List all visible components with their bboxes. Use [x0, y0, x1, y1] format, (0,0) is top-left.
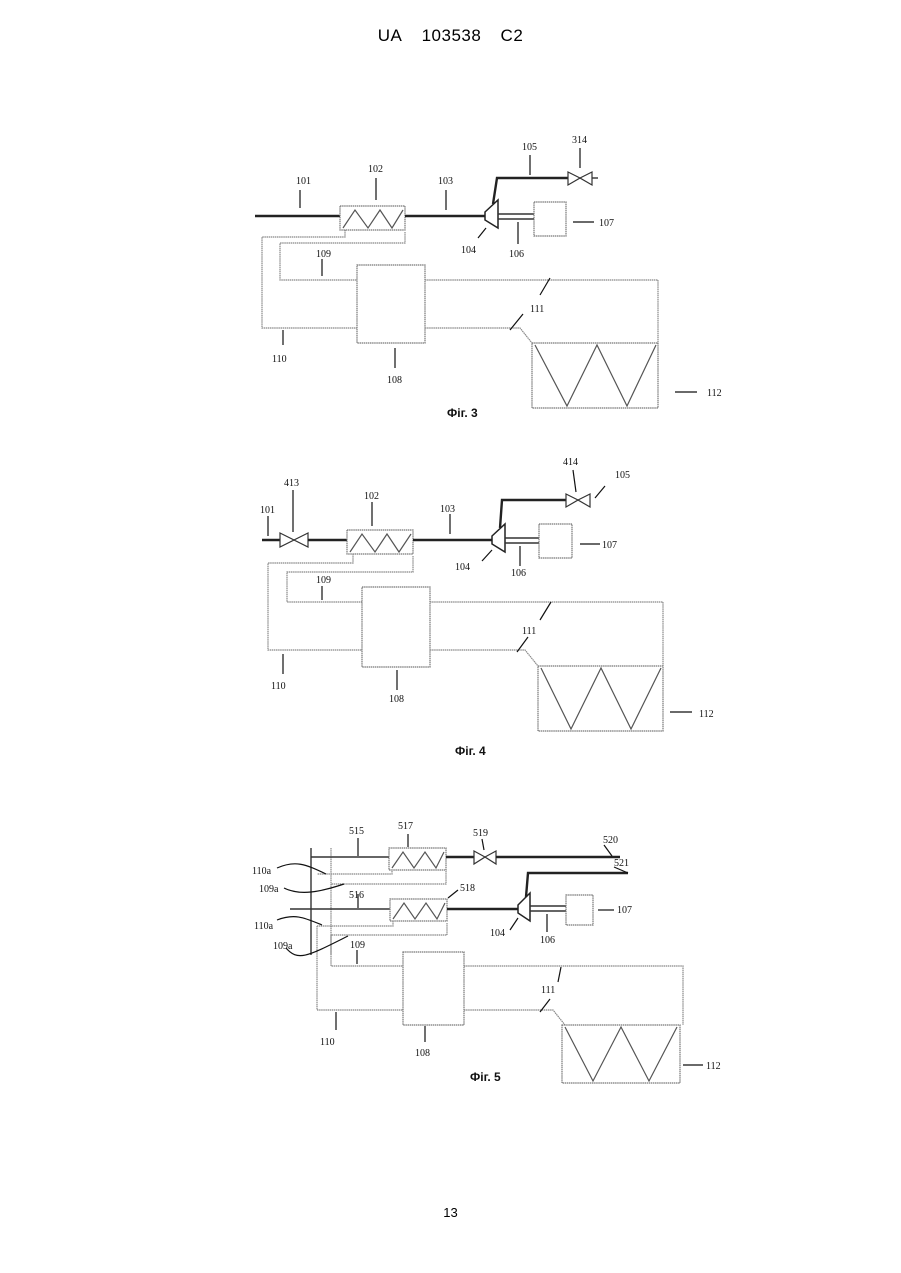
unit-108	[403, 952, 464, 1025]
label-515: 515	[349, 826, 364, 837]
label-516: 516	[349, 890, 364, 901]
label-104: 104	[490, 928, 505, 939]
generator-107	[534, 202, 566, 236]
label-110: 110	[271, 681, 286, 692]
label-111: 111	[530, 304, 544, 315]
label-108: 108	[387, 375, 402, 386]
valve-314-b	[580, 172, 592, 185]
heat-exchanger-112	[538, 666, 663, 731]
label-112: 112	[707, 388, 722, 399]
label-102: 102	[368, 164, 383, 175]
turbine-104	[485, 200, 498, 228]
caption-fig-5: Фіг. 5	[470, 1070, 501, 1084]
label-107: 107	[602, 540, 617, 551]
line-111-upper	[464, 966, 683, 1025]
label-107: 107	[599, 218, 614, 229]
label-101: 101	[260, 505, 275, 516]
label-314: 314	[572, 135, 587, 146]
line-110	[262, 230, 357, 328]
generator-107	[566, 895, 593, 925]
page-number: 13	[0, 1205, 901, 1220]
label-103: 103	[440, 504, 455, 515]
line-111-lower	[425, 328, 532, 343]
figure-3: 101 102 103 105 314 104 106 107 109 110 …	[255, 135, 722, 420]
label-110: 110	[320, 1037, 335, 1048]
label-521: 521	[614, 858, 629, 869]
label-109: 109	[350, 940, 365, 951]
label-106: 106	[540, 935, 555, 946]
label-517: 517	[398, 821, 413, 832]
label-107: 107	[617, 905, 632, 916]
label-111: 111	[522, 626, 536, 637]
label-518: 518	[460, 883, 475, 894]
label-112: 112	[706, 1061, 721, 1072]
line-111-lower	[464, 1010, 565, 1025]
valve-414-b	[578, 494, 590, 507]
figure-5: 110a 109a 110a 109a 515 517 519 520 521 …	[252, 821, 721, 1084]
label-109: 109	[316, 249, 331, 260]
label-520: 520	[603, 835, 618, 846]
caption-fig-4: Фіг. 4	[455, 744, 486, 758]
label-101: 101	[296, 176, 311, 187]
label-106: 106	[511, 568, 526, 579]
label-108: 108	[415, 1048, 430, 1059]
valve-413-b	[294, 533, 308, 547]
label-110a-lower: 110a	[254, 921, 274, 932]
valve-519-a	[474, 851, 485, 864]
label-102: 102	[364, 491, 379, 502]
line-111-upper	[430, 602, 663, 666]
line-110a-lower	[317, 921, 393, 926]
unit-108	[362, 587, 430, 667]
label-109: 109	[316, 575, 331, 586]
heat-exchanger-112	[562, 1025, 680, 1083]
label-112: 112	[699, 709, 714, 720]
unit-108	[357, 265, 425, 343]
generator-107	[539, 524, 572, 558]
label-109a-upper: 109a	[259, 884, 279, 895]
figure-4: 101 413 102 103 414 105 104 106 107 109 …	[260, 457, 714, 758]
label-104: 104	[461, 245, 476, 256]
label-108: 108	[389, 694, 404, 705]
turbine-104	[518, 893, 530, 921]
label-111: 111	[541, 985, 555, 996]
valve-414-a	[566, 494, 578, 507]
label-110: 110	[272, 354, 287, 365]
line-110a-upper	[317, 871, 392, 874]
label-105: 105	[615, 470, 630, 481]
line-111-lower	[430, 650, 538, 666]
caption-fig-3: Фіг. 3	[447, 406, 478, 420]
valve-413-a	[280, 533, 294, 547]
label-105: 105	[522, 142, 537, 153]
label-109a-lower: 109a	[273, 941, 293, 952]
valve-519-b	[485, 851, 496, 864]
label-110a-upper: 110a	[252, 866, 272, 877]
line-109a-lower	[331, 923, 447, 935]
label-103: 103	[438, 176, 453, 187]
line-109a-upper	[331, 871, 446, 884]
label-106: 106	[509, 249, 524, 260]
label-104: 104	[455, 562, 470, 573]
label-519: 519	[473, 828, 488, 839]
line-521	[526, 873, 628, 897]
label-414: 414	[563, 457, 578, 468]
turbine-104	[492, 524, 505, 552]
label-413: 413	[284, 478, 299, 489]
line-110	[317, 926, 403, 1010]
line-105	[493, 178, 568, 204]
valve-314-a	[568, 172, 580, 185]
